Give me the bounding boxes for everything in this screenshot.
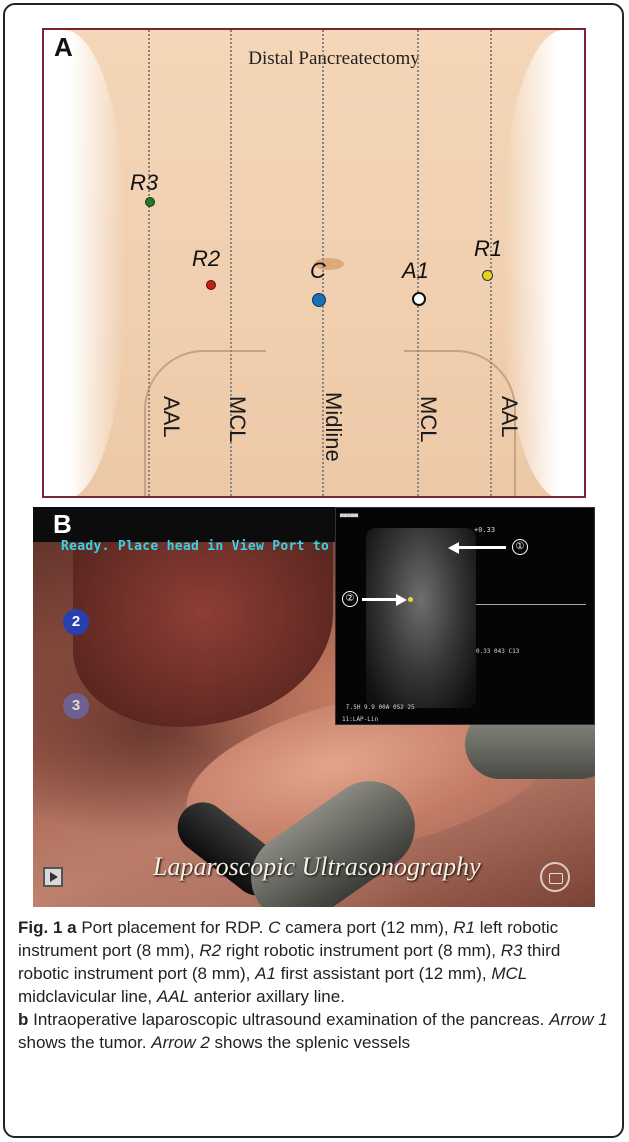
aal-line-left-side [490, 30, 492, 496]
ultrasound-panel: B Ready. Place head in View Port to 2 3 … [33, 507, 595, 907]
caption-text: shows the tumor. [18, 1033, 151, 1052]
port-label-r1: R1 [474, 236, 502, 262]
caption-abbrev: C [268, 918, 280, 937]
arrow-2 [362, 598, 396, 601]
port-label-a1: A1 [402, 258, 429, 284]
caption-text: first assistant port (12 mm), [276, 964, 491, 983]
arrow-1-head-icon [448, 542, 459, 554]
figure-caption: Fig. 1 a Port placement for RDP. C camer… [18, 916, 613, 1054]
caption-text: camera port (12 mm), [280, 918, 453, 937]
figure-label: Fig. 1 [18, 918, 62, 937]
panel-b-letter: B [53, 509, 72, 540]
caption-abbrev: MCL [491, 964, 527, 983]
aal-line-right-side [148, 30, 150, 496]
port-marker-c [312, 293, 326, 307]
port-label-c: C [310, 258, 326, 284]
caption-abbrev: R1 [453, 918, 475, 937]
port-label-r3: R3 [130, 170, 158, 196]
ultrasound-readout-1: +0.33 [474, 526, 495, 534]
line-label-mcl: MCL [415, 396, 441, 442]
caption-text: midclavicular line, [18, 987, 157, 1006]
line-label-midline: Midline [320, 392, 346, 462]
caption-text: Port placement for RDP. [77, 918, 269, 937]
caption-abbrev: R2 [199, 941, 221, 960]
caption-abbrev: Arrow 1 [549, 1010, 608, 1029]
port-marker-r1 [482, 270, 493, 281]
port-marker-a1 [412, 292, 426, 306]
caption-text: right robotic instrument port (8 mm), [221, 941, 501, 960]
arm-badge-2: 2 [63, 609, 89, 635]
caption-abbrev: A1 [255, 964, 276, 983]
caption-b-label: b [18, 1010, 28, 1029]
caption-a-label: a [67, 918, 76, 937]
ultrasound-footer-text: T.5H 9.9 00A 0S2 25 [346, 704, 415, 711]
video-overlay-caption: Laparoscopic Ultrasonography [153, 852, 481, 882]
tumor-marker [408, 597, 413, 602]
ultrasound-header-text: ■■■■■ [340, 512, 358, 519]
panel-a-title: Distal Pancreatectomy [44, 48, 584, 70]
line-label-aal: AAL [496, 396, 522, 438]
caption-text: anterior axillary line. [189, 987, 345, 1006]
arrow-1-label: ① [512, 539, 528, 555]
port-placement-panel: A Distal Pancreatectomy AAL MCL Midline … [42, 28, 586, 498]
line-label-aal: AAL [158, 396, 184, 438]
caption-text: shows the splenic vessels [210, 1033, 410, 1052]
arrow-2-label: ② [342, 591, 358, 607]
console-status-text: Ready. Place head in View Port to [61, 539, 329, 554]
ultrasound-image [366, 528, 476, 708]
caption-text: Intraoperative laparoscopic ultrasound e… [28, 1010, 549, 1029]
port-marker-r3 [145, 197, 155, 207]
camera-icon[interactable] [540, 862, 570, 892]
port-label-r2: R2 [192, 246, 220, 272]
arrow-2-head-icon [396, 594, 407, 606]
caption-abbrev: Arrow 2 [151, 1033, 210, 1052]
torso-left-edge [42, 30, 124, 498]
play-icon[interactable] [43, 867, 63, 887]
arrow-1 [458, 546, 506, 549]
port-marker-r2 [206, 280, 216, 290]
ultrasound-readout-2: 0.33 043 C13 [476, 648, 519, 655]
ultrasound-inset: ■■■■■ +0.33 0.33 043 C13 T.5H 9.9 00A 0S… [335, 507, 595, 725]
line-label-mcl: MCL [224, 396, 250, 442]
caption-abbrev: AAL [157, 987, 189, 1006]
liver-region [73, 537, 333, 727]
caption-abbrev: R3 [501, 941, 523, 960]
arm-badge-3: 3 [63, 693, 89, 719]
ultrasound-scale-line [476, 604, 586, 605]
ultrasound-probe-text: 11:LAP-Lin [342, 716, 378, 723]
